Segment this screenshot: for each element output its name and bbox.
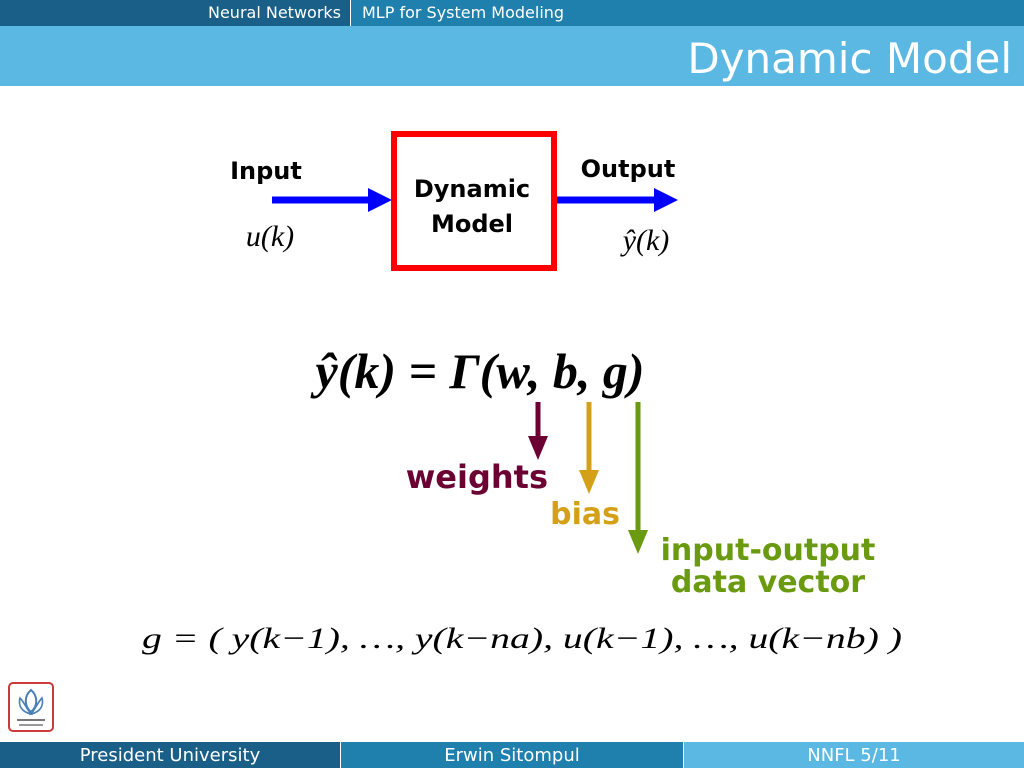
input-signal: u(k): [246, 220, 294, 253]
topbar-divider: [350, 0, 351, 26]
footer-page-number: NNFL 5/11: [684, 742, 1024, 768]
data-vector-equation: g = ( y(k−1), …, y(k−na), u(k−1), …, u(k…: [142, 622, 902, 655]
top-bar: Neural Networks MLP for System Modeling: [0, 0, 1024, 26]
title-bar: Dynamic Model: [0, 26, 1024, 86]
footer-divider: [340, 742, 341, 768]
io-label-line1: input-output: [661, 533, 876, 568]
block-label-line2: Model: [431, 210, 513, 238]
footer-bar: President University Erwin Sitompul NNFL…: [0, 742, 1024, 768]
weights-label: weights: [406, 458, 548, 496]
footer-author: Erwin Sitompul: [341, 742, 683, 768]
output-arrow: [556, 188, 678, 212]
slide-content: Input Output Dynamic Model u(k) ŷ(k) ŷ(k…: [142, 131, 902, 655]
input-label: Input: [230, 157, 302, 185]
slide-title: Dynamic Model: [687, 34, 1012, 83]
bias-arrow: [579, 402, 599, 494]
output-signal: ŷ(k): [620, 224, 670, 257]
block-label-line1: Dynamic: [414, 175, 530, 203]
bias-label: bias: [550, 497, 620, 532]
section-title: Neural Networks: [0, 0, 350, 26]
input-arrow: [272, 188, 392, 212]
weights-arrow: [528, 402, 548, 460]
president-university-logo-icon: [8, 682, 54, 732]
main-equation: ŷ(k) = Γ(w, b, g): [311, 343, 645, 399]
io-vector-arrow: [628, 402, 648, 554]
subsection-title: MLP for System Modeling: [362, 3, 565, 22]
footer-divider: [683, 742, 684, 768]
output-label: Output: [581, 155, 676, 183]
io-label-line2: data vector: [671, 565, 865, 600]
footer-institution: President University: [0, 742, 340, 768]
dynamic-model-block: [391, 131, 557, 271]
